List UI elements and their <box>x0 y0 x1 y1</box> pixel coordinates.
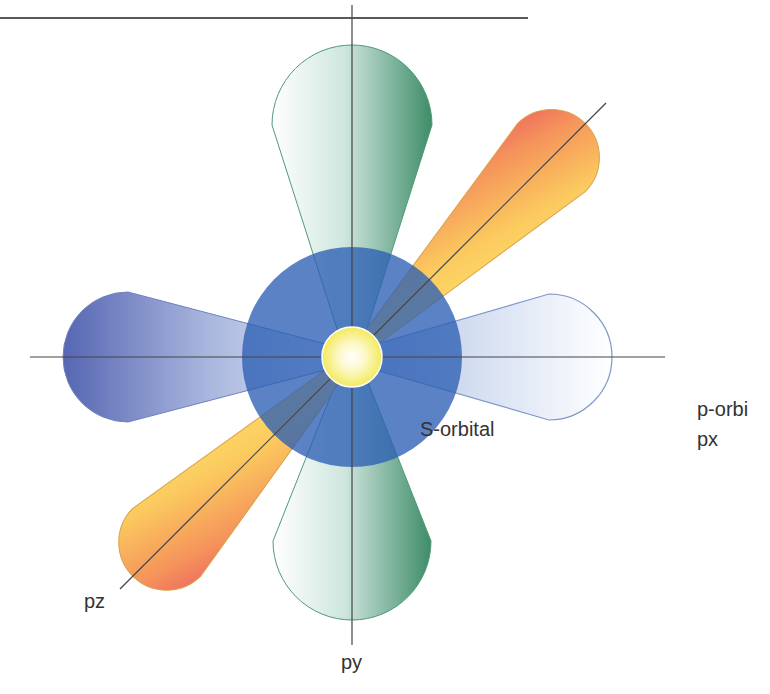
label-holder: S-orbital <box>420 418 494 441</box>
frame-line <box>0 17 528 18</box>
nucleus <box>322 327 382 387</box>
axis-label: S-orbital <box>420 418 494 441</box>
z-axis <box>120 103 606 589</box>
label-holder: py <box>341 651 362 674</box>
axis-label: px <box>697 428 718 451</box>
axis-label: pz <box>84 590 105 613</box>
axis-label: py <box>341 651 362 674</box>
label-holder: pz <box>84 590 105 613</box>
axis-label: p-orbi <box>697 398 748 421</box>
label-holder: p-orbi <box>697 398 748 421</box>
y-axis <box>351 5 352 645</box>
label-holder: px <box>697 428 718 451</box>
